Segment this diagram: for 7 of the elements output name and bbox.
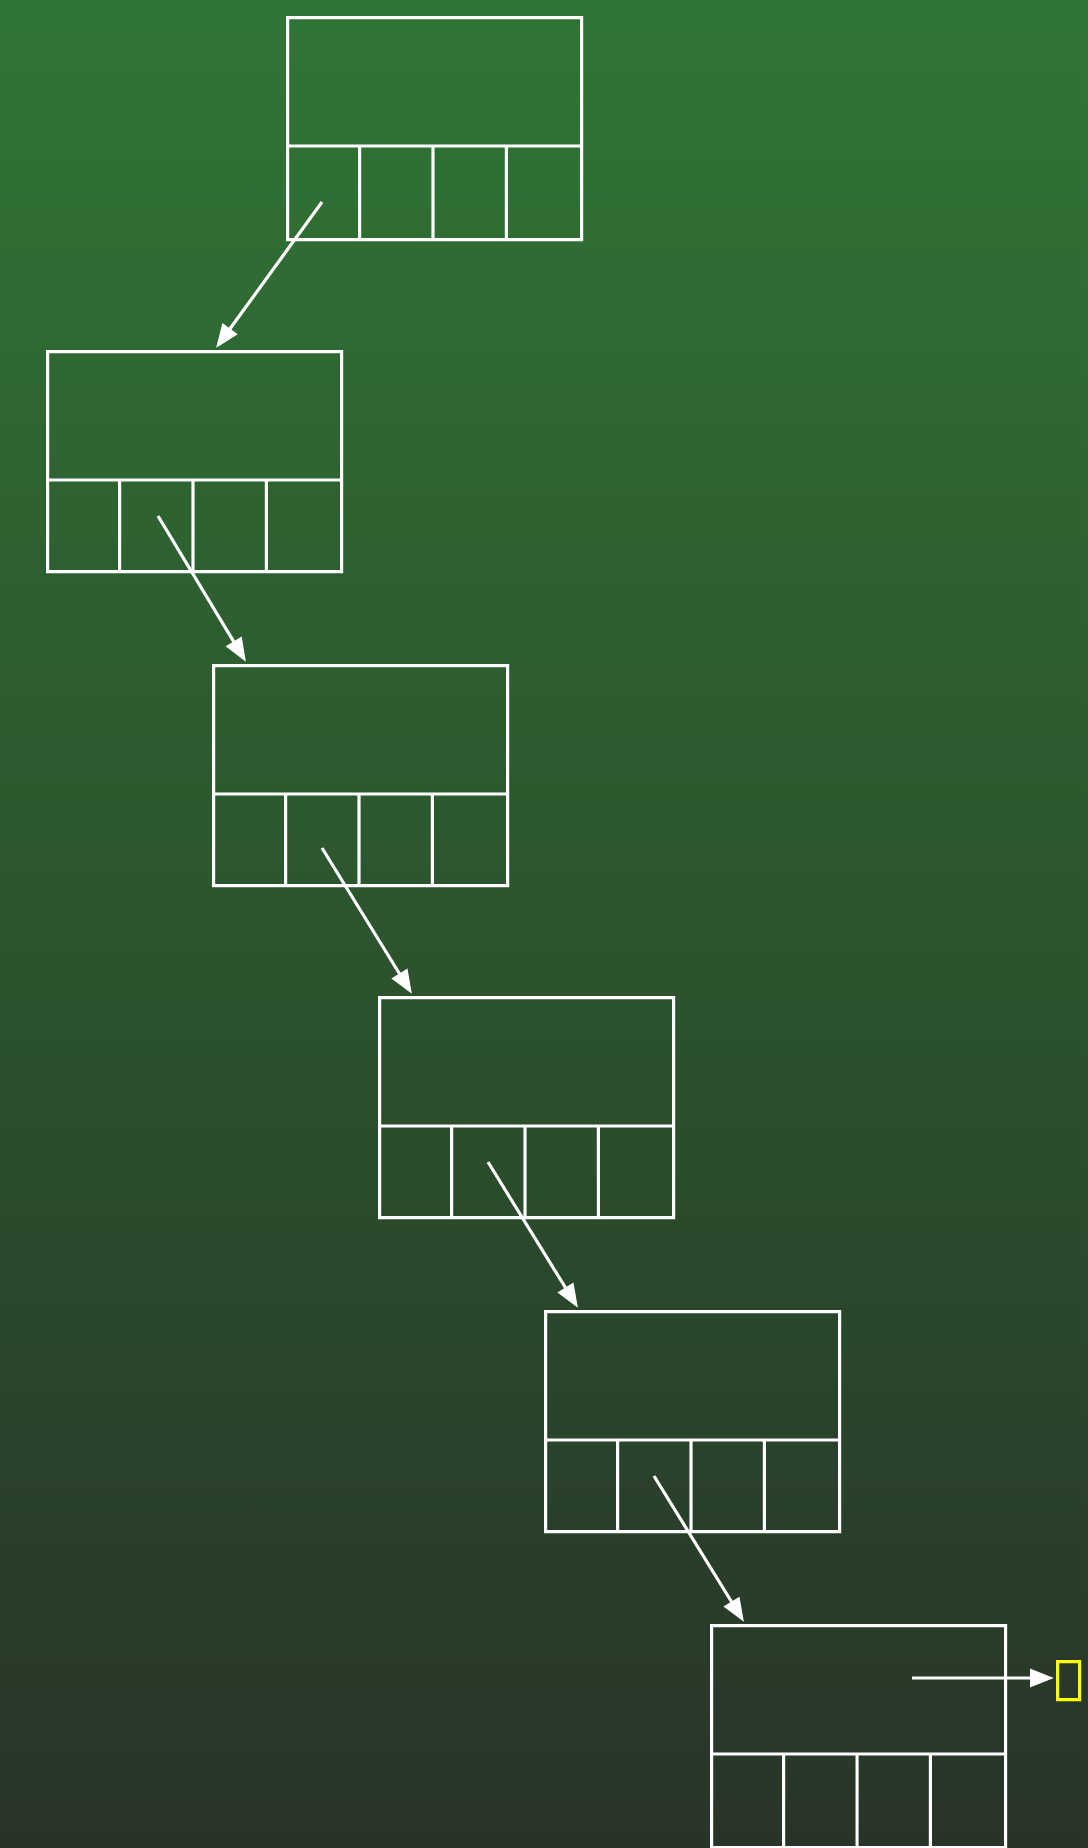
record-box xyxy=(212,664,510,888)
record-box xyxy=(378,996,676,1220)
record-box xyxy=(544,1310,842,1534)
record-box xyxy=(46,350,344,574)
record-box xyxy=(710,1624,1008,1848)
pointer-box xyxy=(1056,1660,1082,1702)
record-box xyxy=(286,16,584,242)
